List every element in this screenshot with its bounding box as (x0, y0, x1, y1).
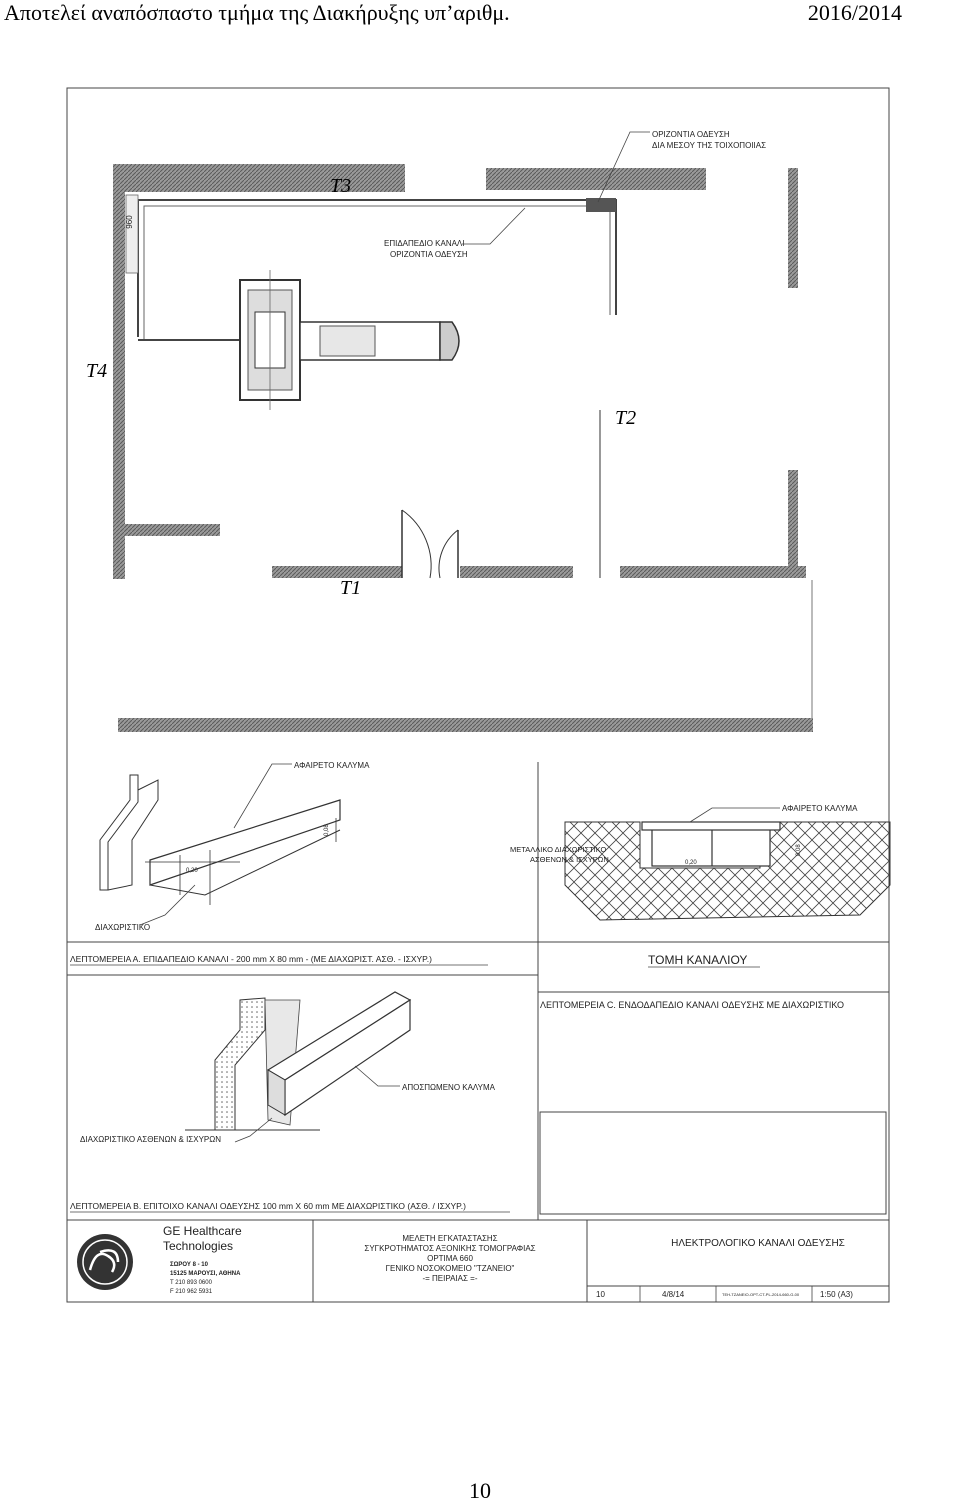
wall-right-lower (788, 470, 798, 578)
project-line4: ΓΕΝΙΚΟ ΝΟΣΟΚΟΜΕΙΟ "ΤΖΑΝΕΙΟ" (386, 1264, 515, 1273)
title-block: GE Healthcare Technologies ΣΩΡΟΥ 8 - 10 … (77, 1220, 889, 1302)
wall-label-t1: T1 (340, 577, 361, 599)
wall-left (113, 164, 125, 579)
detail-c-caption: ΛΕΠΤΟΜΕΡΕΙΑ C. ΕΝΔΟΔΑΠΕΔΙΟ ΚΑΝΑΛΙ ΟΔΕΥΣΗ… (540, 1000, 844, 1010)
floor-plan: 960 T3 T4 T2 T1 ΟΡΙΖΟΝΤΙΑ ΟΔΕΥΣΗ (86, 130, 813, 732)
detail-a-dim-width: 0,20 (186, 868, 198, 874)
detail-b-caption: ΛΕΠΤΟΜΕΡΕΙΑ Β. ΕΠΙΤΟΙΧΟ ΚΑΝΑΛΙ ΟΔΕΥΣΗΣ 1… (70, 1201, 466, 1211)
ct-table (299, 321, 460, 361)
page-number: 10 (469, 1478, 491, 1503)
ct-gantry (239, 270, 301, 410)
project-line2: ΣΥΓΚΡΟΤΗΜΑΤΟΣ ΑΞΟΝΙΚΗΣ ΤΟΜΟΓΡΑΦΙΑΣ (364, 1244, 535, 1253)
side-dim-label: 960 (125, 215, 134, 229)
company-name-line1: GE Healthcare (163, 1224, 242, 1238)
company-name-line2: Technologies (163, 1239, 233, 1253)
note-channel-line1: ΕΠΙΔΑΠΕΔΙΟ ΚΑΝΑΛΙ (384, 239, 465, 248)
wall-bottom-right (460, 566, 573, 578)
sheet-number: 10 (596, 1290, 605, 1299)
detail-a-drawing: ΑΦΑΙΡΕΤΟ ΚΑΛΥΜΑ ΔΙΑΧΩΡΙΣΤΙΚΟ 0,08 0,20 Λ… (70, 761, 488, 966)
note-channel-line2: ΟΡΙΖΟΝΤΙΑ ΟΔΕΥΣΗ (390, 250, 468, 259)
wall-penetration-block (586, 198, 616, 212)
company-phone: T 210 893 0600 (170, 1280, 213, 1286)
wall-bottom-mid (272, 566, 402, 578)
side-dim-box (125, 194, 139, 274)
company-fax: F 210 962 5931 (170, 1289, 213, 1295)
section-title: ΤΟΜΗ ΚΑΝΑΛΙΟΥ (648, 953, 747, 967)
detail-a-caption: ΛΕΠΤΟΜΕΡΕΙΑ Α. ΕΠΙΔΑΠΕΔΙΟ ΚΑΝΑΛΙ - 200 m… (70, 954, 432, 964)
wall-label-t3: T3 (330, 175, 351, 197)
wall-bottom-far-right (620, 566, 780, 578)
header-year: 2016/2014 (807, 0, 902, 25)
page-header: Αποτελεί αναπόσπαστο τμήμα της Διακήρυξη… (0, 0, 960, 28)
detail-b-drawing: ΑΠΟΣΠΩΜΕΝΟ ΚΑΛΥΜΑ ΔΙΑΧΩΡΙΣΤΙΚΟ ΑΣΘΕΝΩΝ &… (70, 991, 510, 1213)
project-line3: OPTIMA 660 (427, 1254, 473, 1263)
detail-b-separator-label: ΔΙΑΧΩΡΙΣΤΙΚΟ ΑΣΘΕΝΩΝ & ΙΣΧΥΡΩΝ (80, 1135, 221, 1144)
wall-top-left (113, 164, 405, 192)
section-dim-height: 0,08 (796, 844, 802, 856)
project-line1: ΜΕΛΕΤΗ ΕΓΚΑΤΑΣΤΑΣΗΣ (402, 1234, 497, 1243)
wall-right (788, 168, 798, 288)
section-divider-line2: ΑΣΘΕΝΩΝ & ΙΣΧΥΡΩΝ (530, 855, 609, 864)
company-address-city: 15125 ΜΑΡΟΥΣΙ, ΑΘΗΝΑ (170, 1271, 241, 1277)
detail-c-box (539, 1111, 887, 1215)
note-top-line2: ΔΙΑ ΜΕΣΟΥ ΤΗΣ ΤΟΙΧΟΠΟΙΙΑΣ (652, 141, 766, 150)
detail-a-cover-label: ΑΦΑΙΡΕΤΟ ΚΑΛΥΜΑ (294, 761, 370, 770)
sheet-border (66, 87, 890, 1303)
detail-a-dim-height: 0,08 (324, 824, 330, 836)
lower-wall-strip (118, 718, 813, 732)
floor-channel (137, 199, 617, 337)
detail-b-cover-label: ΑΠΟΣΠΩΜΕΝΟ ΚΑΛΥΜΑ (402, 1083, 496, 1092)
section-cover-label: ΑΦΑΙΡΕΤΟ ΚΑΛΥΜΑ (782, 804, 858, 813)
wall-top-right (486, 168, 706, 190)
detail-a-separator-label: ΔΙΑΧΩΡΙΣΤΙΚΟ (95, 923, 150, 932)
drawing-date: 4/8/14 (662, 1290, 685, 1299)
drawing-title: ΗΛΕΚΤΡΟΛΟΓΙΚΟ ΚΑΝΑΛΙ ΟΔΕΥΣΗΣ (671, 1238, 845, 1249)
header-declaration-text: Αποτελεί αναπόσπαστο τμήμα της Διακήρυξη… (4, 0, 510, 25)
ge-logo (77, 1234, 133, 1290)
channel-section-drawing: ΑΦΑΙΡΕΤΟ ΚΑΛΥΜΑ ΜΕΤΑΛΛΙΚΟ ΔΙΑΧΩΡΙΣΤΙΚΟ Α… (510, 804, 891, 1010)
wall-label-t2: T2 (615, 407, 636, 429)
note-top-line1: ΟΡΙΖΟΝΤΙΑ ΟΔΕΥΣΗ (652, 130, 730, 139)
company-address-street: ΣΩΡΟΥ 8 - 10 (170, 1262, 209, 1268)
drawing-code: TEH-TZANEIO-OPT-CT-PL-2014-660-G-00 (722, 1292, 800, 1297)
section-divider-line1: ΜΕΤΑΛΛΙΚΟ ΔΙΑΧΩΡΙΣΤΙΚΟ (510, 845, 607, 854)
door-swing (401, 509, 459, 579)
wall-label-t4: T4 (86, 360, 107, 382)
wall-right-low-block (780, 566, 806, 578)
wall-bottom-left (113, 524, 220, 536)
drawing-scale: 1:50 (A3) (820, 1290, 853, 1299)
project-line5: -= ΠΕΙΡΑΙΑΣ =- (422, 1274, 477, 1283)
section-dim-width: 0,20 (685, 860, 697, 866)
